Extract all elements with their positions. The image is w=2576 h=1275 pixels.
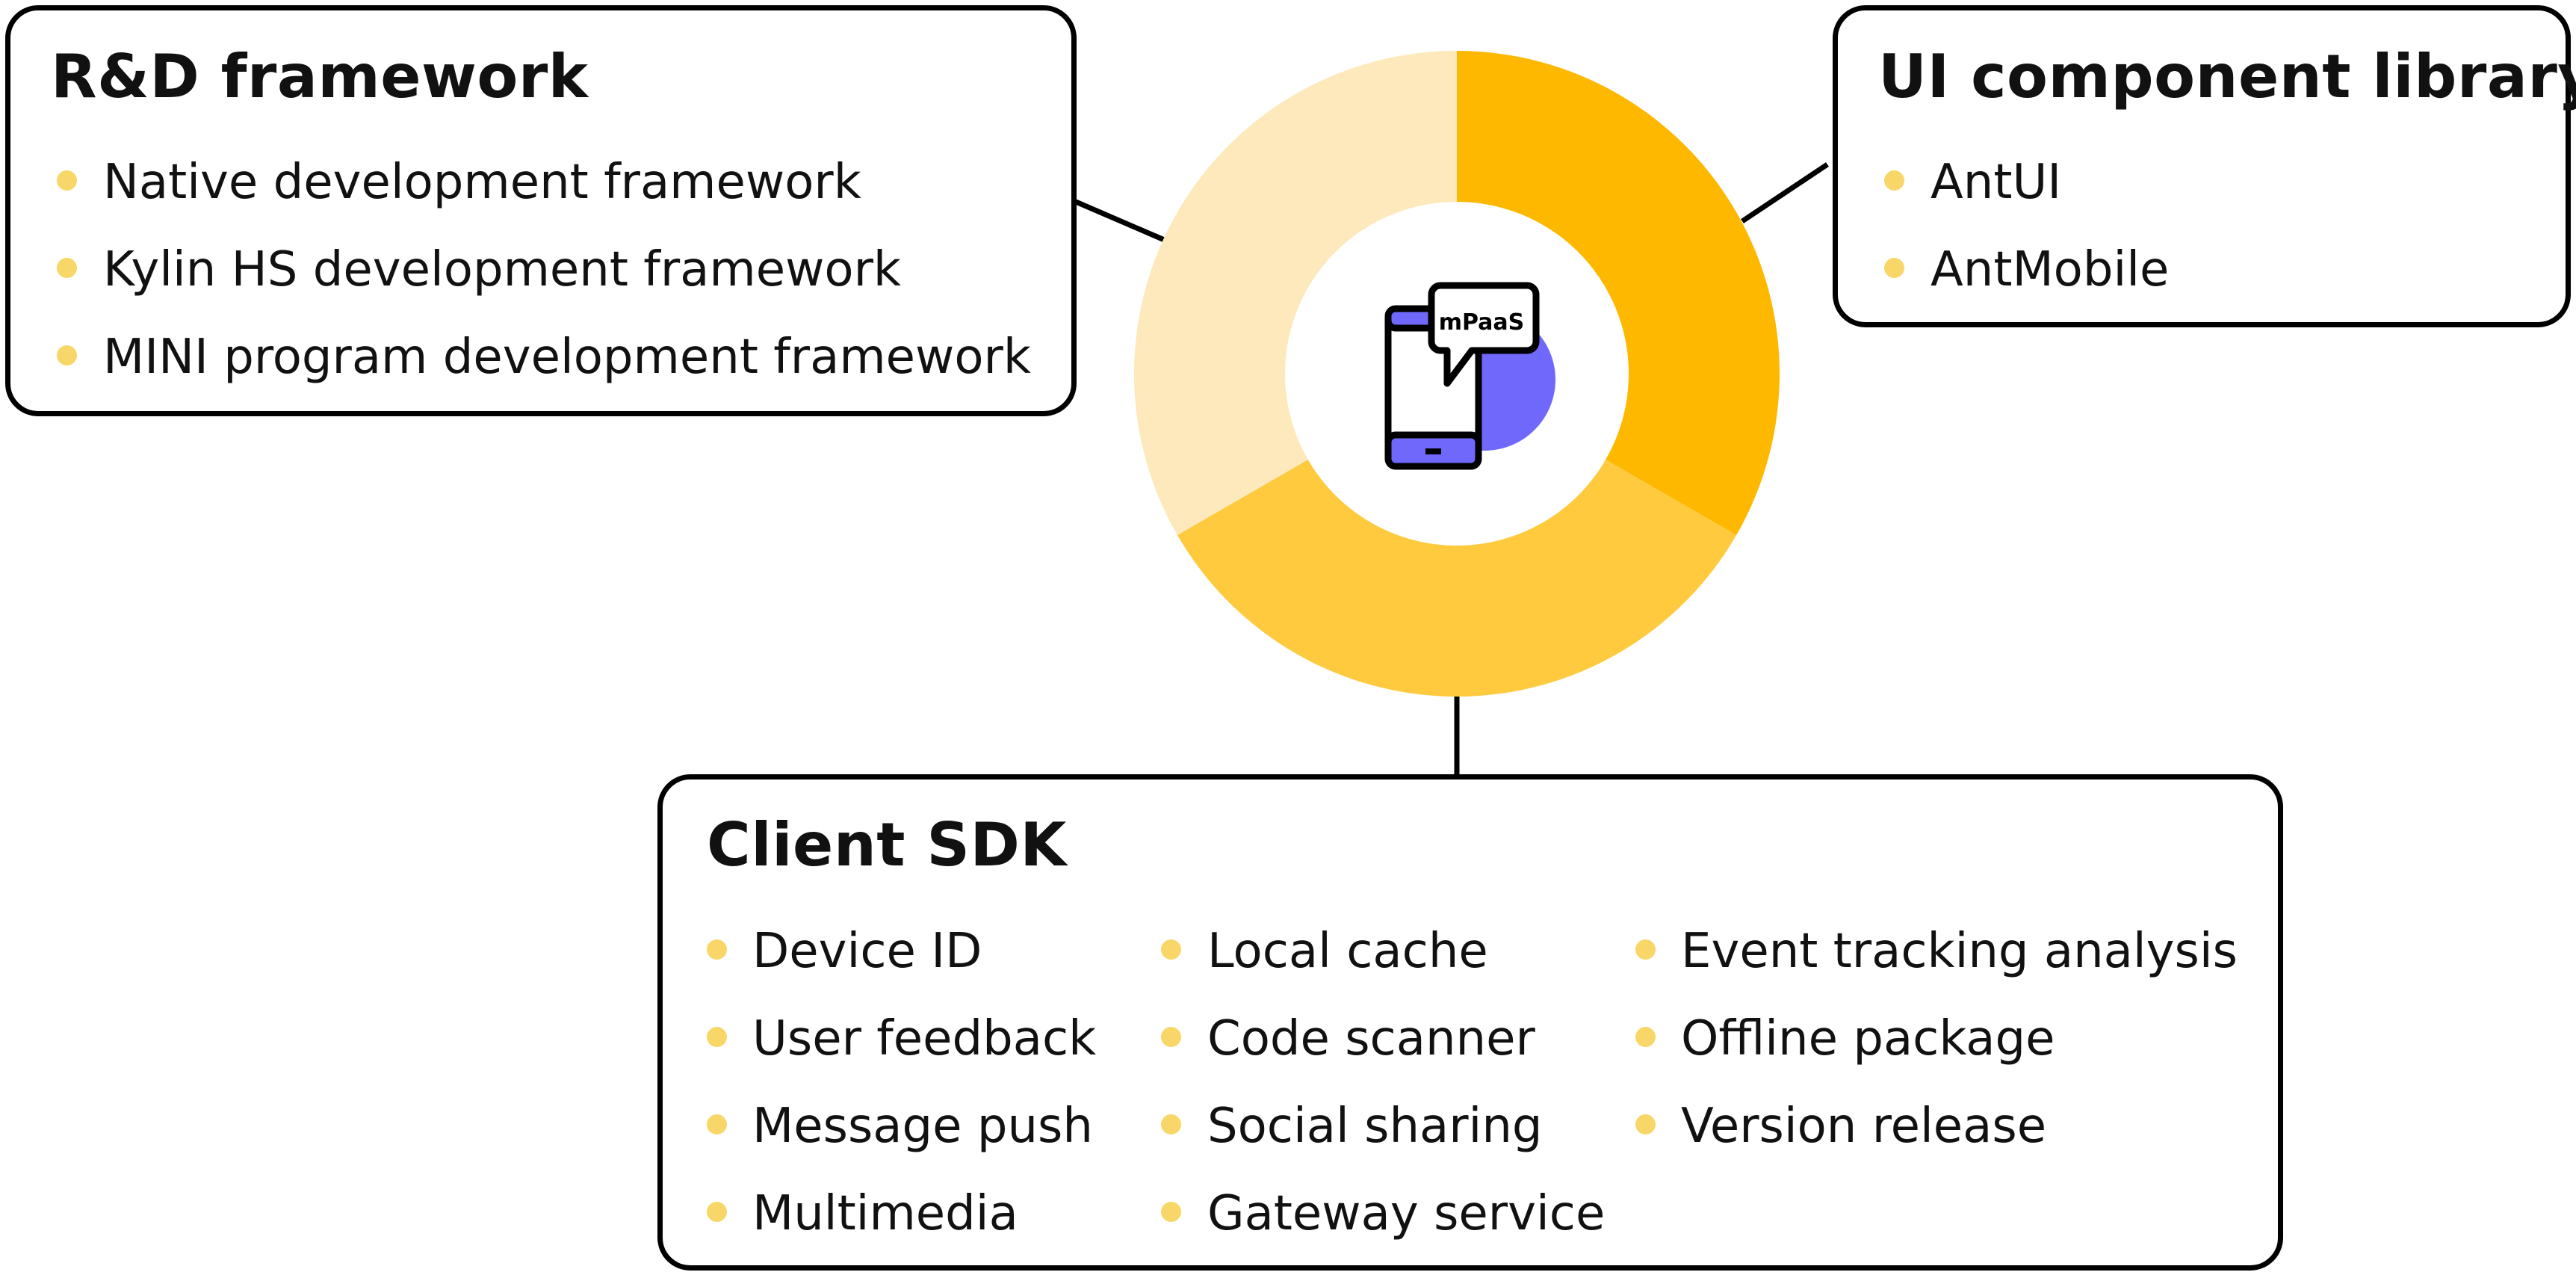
bullet-icon bbox=[1161, 1114, 1181, 1134]
sdk-item-message-push: Message push bbox=[752, 1099, 1093, 1154]
rd-framework-title: R&D framework bbox=[51, 42, 589, 111]
bullet-icon bbox=[57, 170, 77, 191]
connector-ui-library bbox=[1741, 162, 1829, 223]
bullet-icon bbox=[1884, 170, 1904, 191]
bullet-icon bbox=[57, 345, 77, 365]
sdk-item-user-feedback: User feedback bbox=[752, 1011, 1097, 1066]
sdk-item-local-cache: Local cache bbox=[1207, 924, 1488, 979]
client-sdk-title: Client SDK bbox=[707, 810, 1067, 880]
sdk-item-version-release: Version release bbox=[1681, 1099, 2047, 1154]
bullet-icon bbox=[707, 1114, 727, 1134]
bullet-icon bbox=[1161, 1027, 1181, 1047]
connector-rd-framework bbox=[1074, 199, 1169, 244]
sdk-item-gateway-service: Gateway service bbox=[1207, 1186, 1606, 1241]
sdk-item-device-id: Device ID bbox=[752, 924, 982, 979]
bullet-icon bbox=[1635, 1027, 1656, 1047]
bullet-icon bbox=[707, 939, 727, 960]
bullet-icon bbox=[707, 1027, 727, 1047]
rd-framework-item-mini-program: MINI program development framework bbox=[103, 330, 1031, 385]
bullet-icon bbox=[1161, 1202, 1181, 1222]
sdk-item-event-tracking: Event tracking analysis bbox=[1681, 924, 2238, 979]
ui-library-item-antui: AntUI bbox=[1931, 155, 2062, 210]
bullet-icon bbox=[707, 1202, 727, 1222]
bullet-icon bbox=[1635, 939, 1656, 960]
sdk-item-code-scanner: Code scanner bbox=[1207, 1011, 1535, 1066]
client-sdk-box: Client SDK Device ID User feedback Messa… bbox=[657, 774, 2283, 1271]
rd-framework-item-kylin: Kylin HS development framework bbox=[103, 242, 901, 297]
sdk-item-social-sharing: Social sharing bbox=[1207, 1099, 1543, 1154]
ui-library-title: UI component library bbox=[1878, 42, 2576, 111]
donut-segment-rd-framework bbox=[1134, 51, 1457, 535]
rd-framework-item-native: Native development framework bbox=[103, 155, 861, 210]
sdk-item-multimedia: Multimedia bbox=[752, 1186, 1018, 1241]
bullet-icon bbox=[1884, 258, 1904, 278]
bullet-icon bbox=[1161, 939, 1181, 960]
bullet-icon bbox=[1635, 1114, 1656, 1134]
donut-segment-client-sdk bbox=[1177, 460, 1737, 697]
bullet-icon bbox=[57, 258, 77, 278]
rd-framework-box: R&D framework Native development framewo… bbox=[5, 5, 1077, 416]
ui-library-box: UI component library AntUI AntMobile bbox=[1833, 5, 2576, 327]
ui-library-item-antmobile: AntMobile bbox=[1931, 242, 2170, 297]
donut-segment-ui-library bbox=[1457, 51, 1780, 535]
sdk-item-offline-package: Offline package bbox=[1681, 1011, 2055, 1066]
mpaas-label: mPaaS bbox=[1439, 309, 1525, 336]
speech-bubble-icon: mPaaS bbox=[1428, 282, 1540, 387]
